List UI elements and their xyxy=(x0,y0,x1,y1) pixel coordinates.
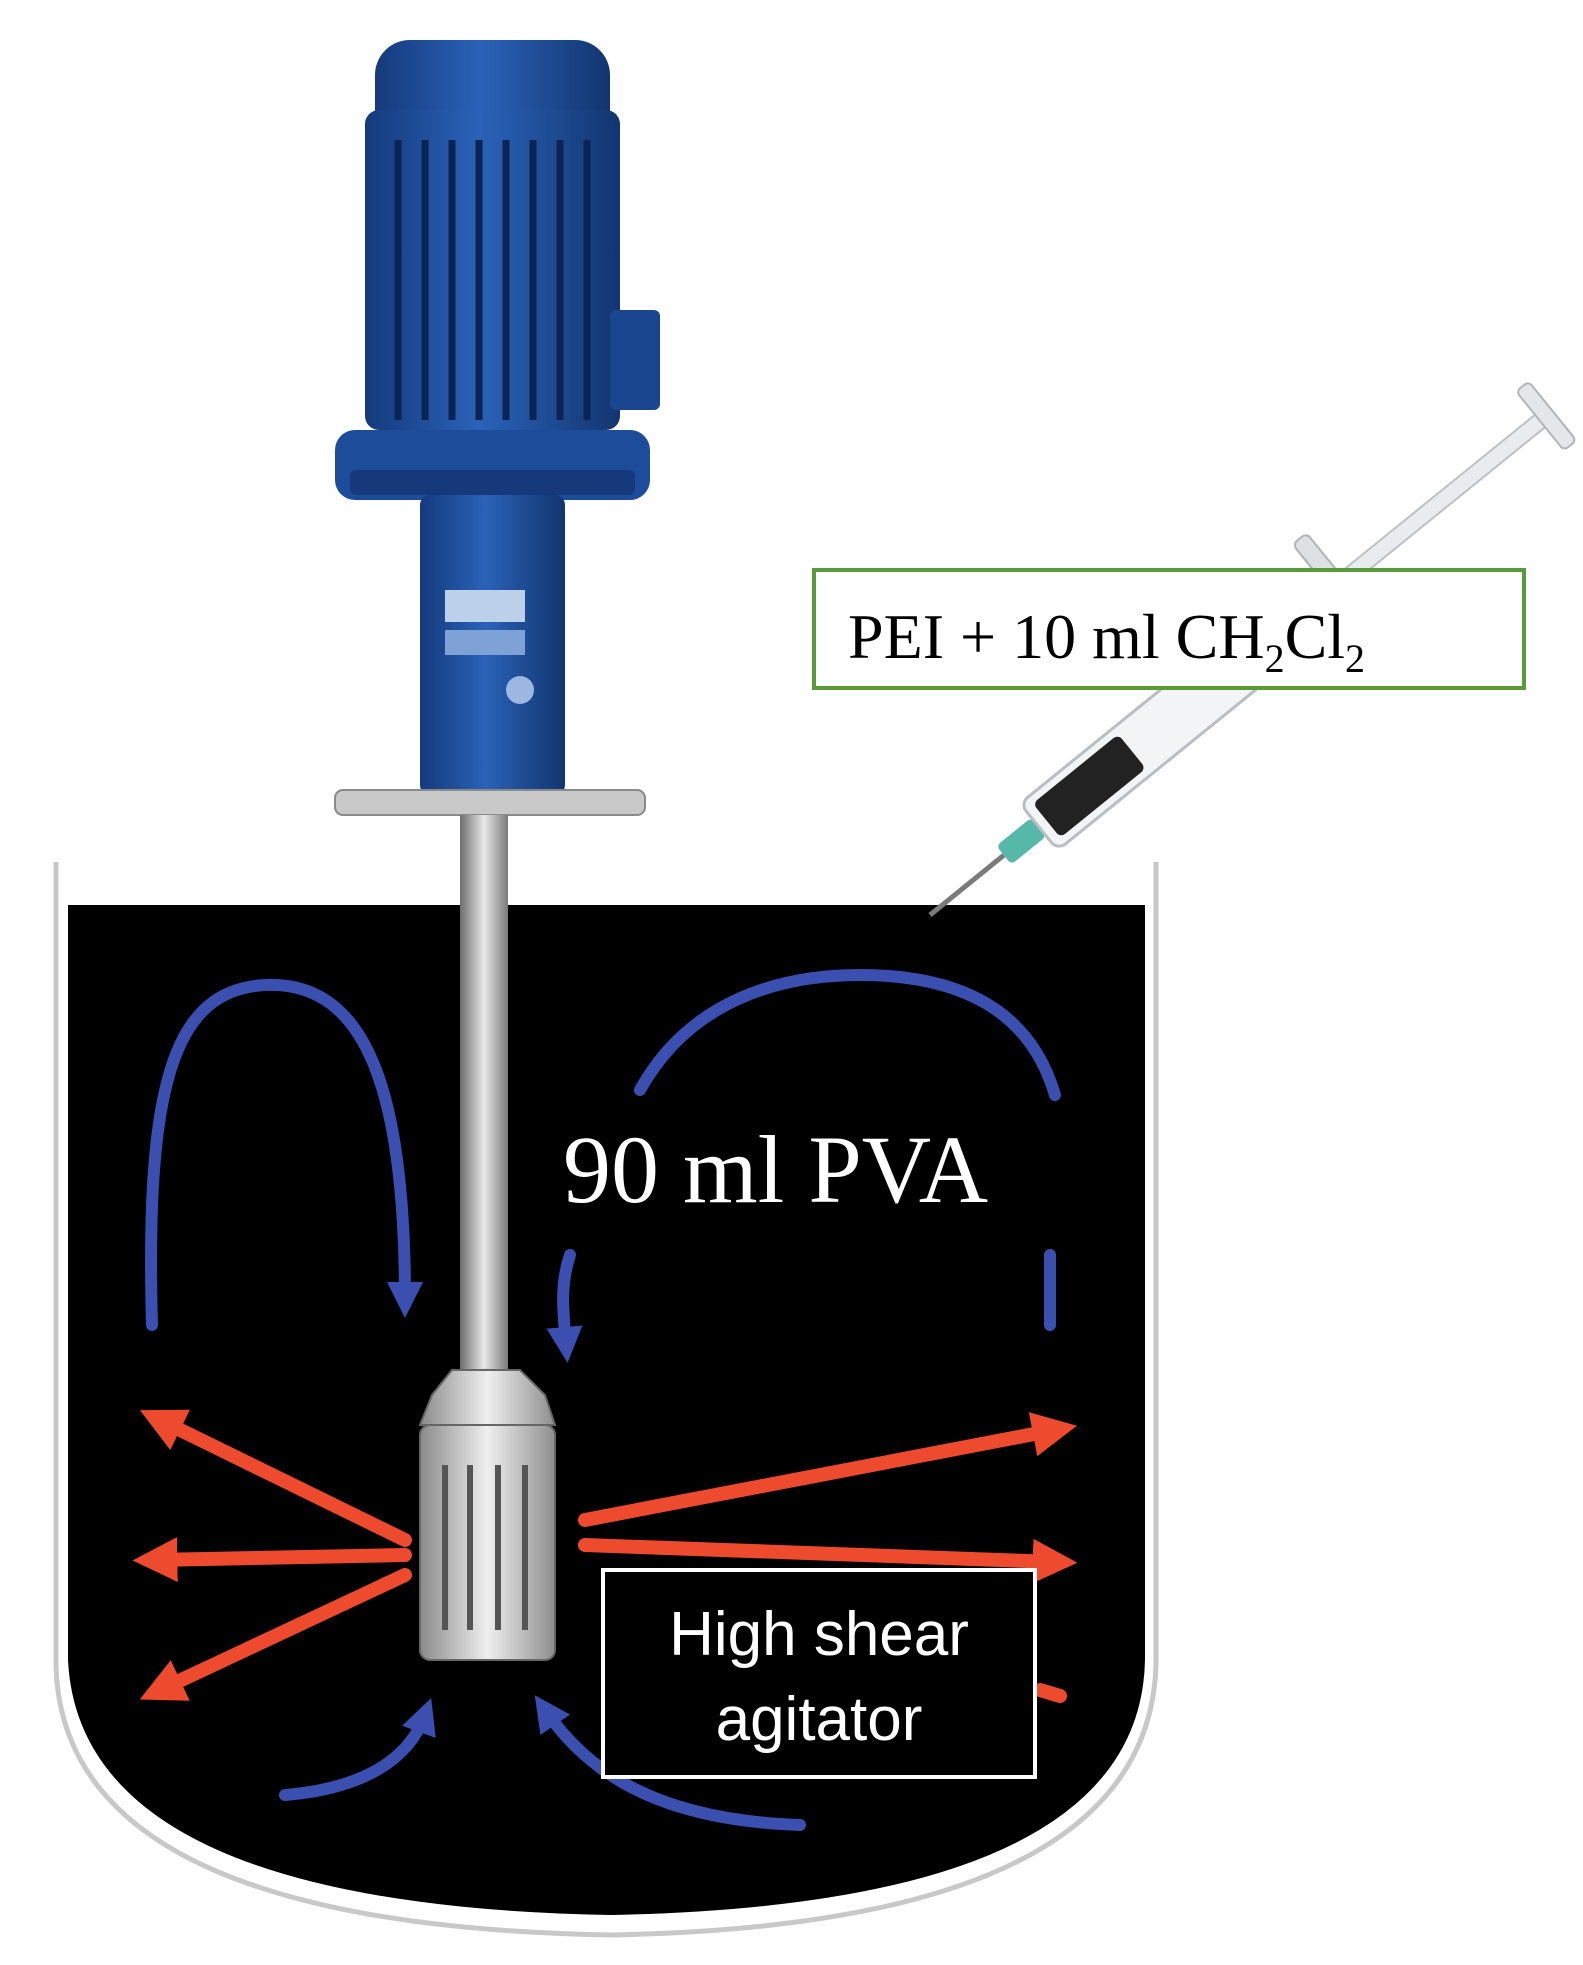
tank-wall xyxy=(53,862,1159,1938)
agitator-label-line2: agitator xyxy=(716,1685,923,1754)
flow-arrow-right-loop xyxy=(634,968,1061,1101)
flow-arrow-bottom-right xyxy=(534,1695,806,1831)
flow-arrow-bottom-left xyxy=(279,1698,436,1801)
circulation-flow xyxy=(145,968,1061,1831)
motor-icon xyxy=(334,40,660,816)
syringe-label-mid: Cl xyxy=(1285,601,1345,672)
flow-arrow-red-left xyxy=(132,1537,412,1582)
syringe-label: PEI + 10 ml CH2Cl2 xyxy=(812,568,1526,690)
impeller-icon xyxy=(418,815,557,1661)
syringe-label-sub2: 2 xyxy=(1345,636,1365,681)
flow-arrow-red-up-left xyxy=(139,1409,412,1547)
flow-arrow-red-down-left xyxy=(139,1568,412,1701)
syringe-label-prefix: PEI + 10 ml CH xyxy=(848,601,1265,672)
svg-text:PEI + 10 ml CH2Cl2: PEI + 10 ml CH2Cl2 xyxy=(848,601,1365,681)
syringe-label-sub1: 2 xyxy=(1265,636,1285,681)
flow-arrow-left-loop xyxy=(145,978,423,1331)
flow-arrow-red-down-right xyxy=(1033,1683,1067,1703)
radial-flow xyxy=(132,1409,1078,1703)
flow-arrow-red-right xyxy=(578,1538,1078,1584)
agitator-label-line1: High shear xyxy=(669,1600,969,1669)
flow-arrow-center-down xyxy=(546,1249,583,1363)
agitator-label: High shear agitator xyxy=(601,1568,1037,1779)
tank-label: 90 ml PVA xyxy=(563,1116,988,1223)
flow-arrow-red-up-right xyxy=(578,1412,1078,1527)
